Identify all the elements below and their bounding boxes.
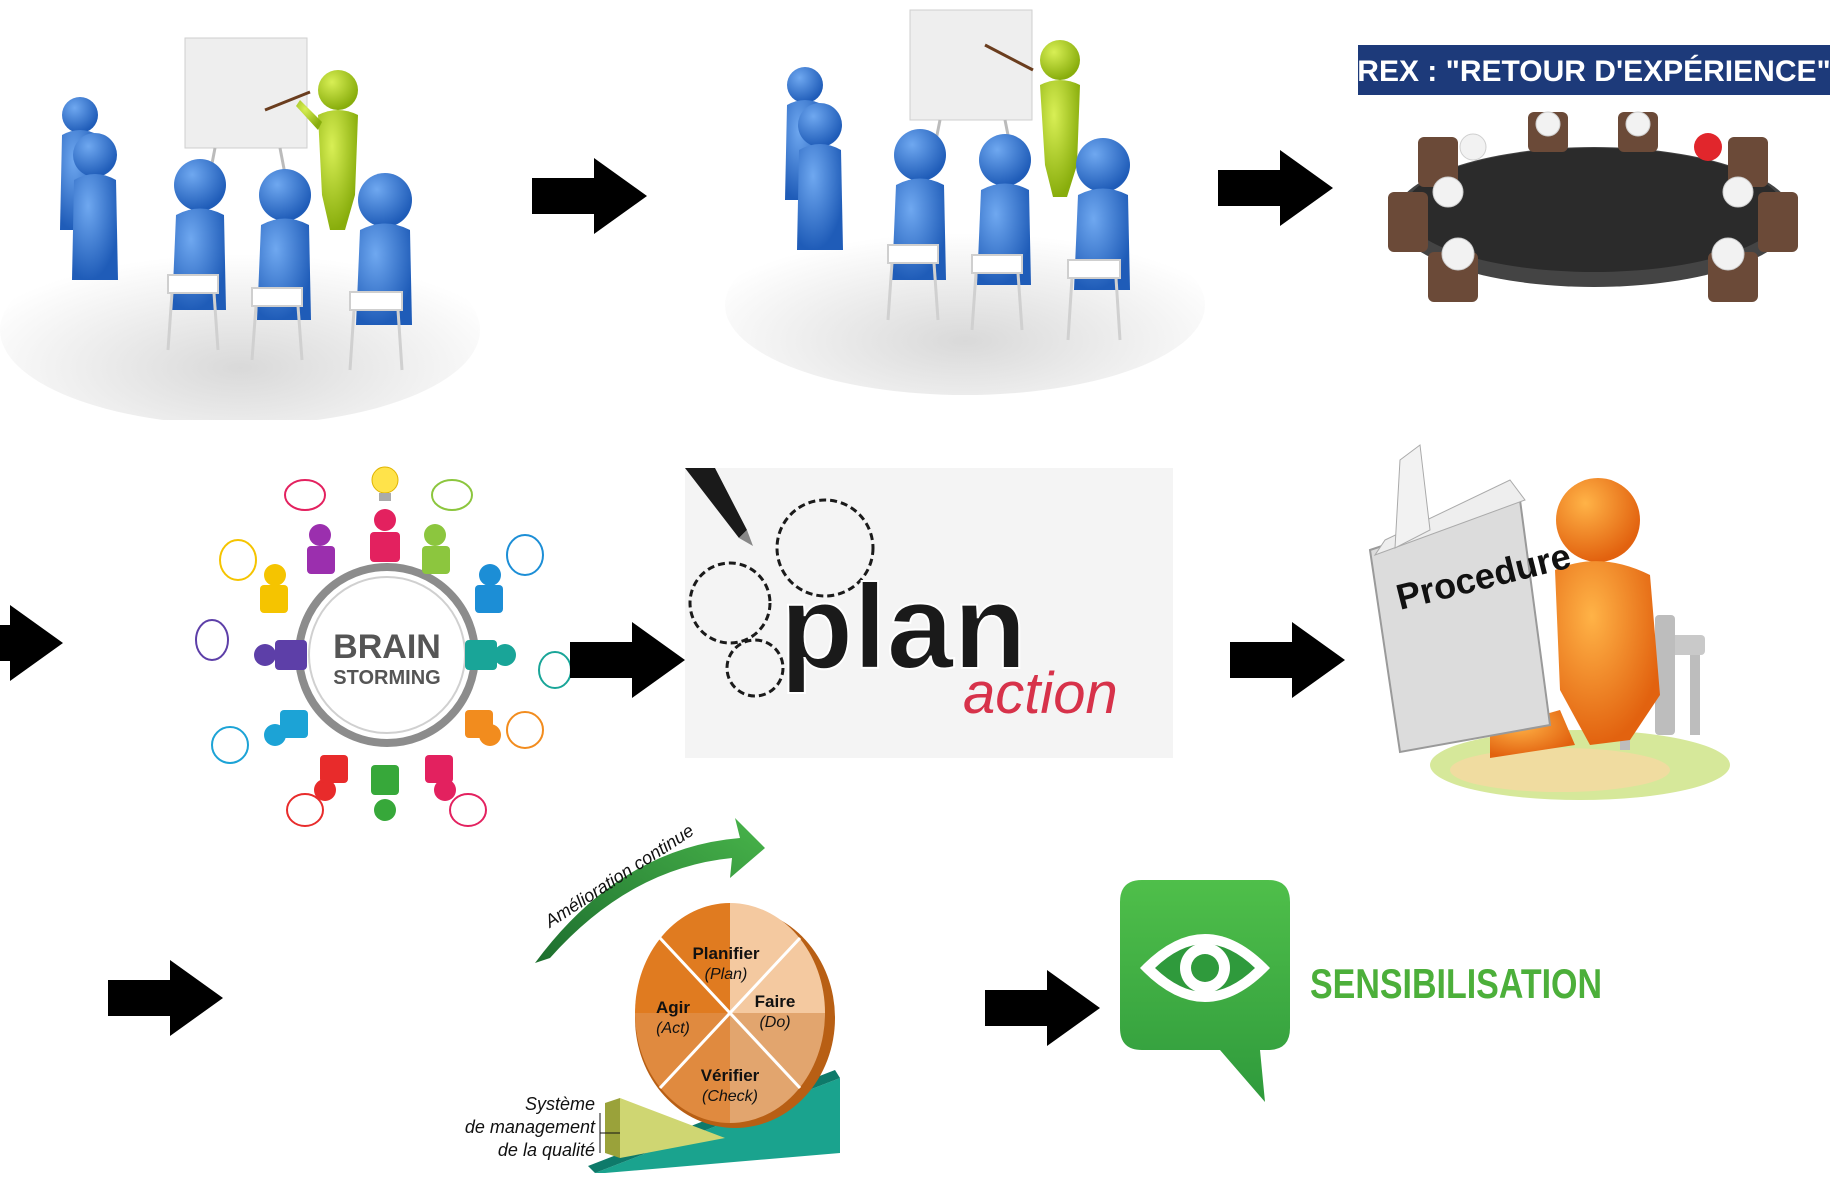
arrow-7 xyxy=(985,970,1100,1046)
brainstorming-circle: BRAIN STORMING xyxy=(190,460,590,850)
sensibilisation-label: SENSIBILISATION xyxy=(1310,960,1602,1007)
brainstorm-line2: STORMING xyxy=(333,667,440,689)
arrow-6 xyxy=(108,960,223,1036)
pdca-do-en: (Do) xyxy=(759,1014,790,1031)
training-scene-1 xyxy=(0,30,480,425)
pdca-system-l1: Système xyxy=(525,1094,595,1114)
pdca-plan-en: (Plan) xyxy=(705,966,748,983)
pdca-wheel: Amélioration continue Planifier (Plan) F… xyxy=(440,808,860,1176)
arrow-1 xyxy=(532,158,647,234)
pdca-check-en: (Check) xyxy=(702,1088,758,1105)
eye-icon xyxy=(1140,934,1270,1002)
brainstorm-line1: BRAIN xyxy=(333,628,441,666)
rex-meeting: REX : "RETOUR D'EXPÉRIENCE" xyxy=(1357,42,1831,314)
plan-action: plan action xyxy=(685,468,1173,758)
procedure-reader: Procedure xyxy=(1360,440,1730,810)
arrow-3 xyxy=(0,605,63,681)
pdca-system-l3: de la qualité xyxy=(498,1140,595,1160)
action-text: action xyxy=(963,661,1118,726)
pdca-act: Agir xyxy=(656,998,690,1017)
sensibilisation-badge: SENSIBILISATION xyxy=(1120,880,1620,1105)
pdca-act-en: (Act) xyxy=(656,1020,690,1037)
rex-label: REX : "RETOUR D'EXPÉRIENCE" xyxy=(1358,54,1830,88)
arrow-5 xyxy=(1230,622,1345,698)
training-scene-2 xyxy=(725,5,1205,395)
arrow-4 xyxy=(570,622,685,698)
plan-text: plan xyxy=(780,560,1027,694)
pdca-system-l2: de management xyxy=(465,1117,596,1137)
pdca-plan: Planifier xyxy=(692,944,759,963)
pdca-check: Vérifier xyxy=(701,1066,760,1085)
pdca-do: Faire xyxy=(755,992,796,1011)
pdca-arc-label: Amélioration continue xyxy=(540,820,697,932)
arrow-2 xyxy=(1218,150,1333,226)
